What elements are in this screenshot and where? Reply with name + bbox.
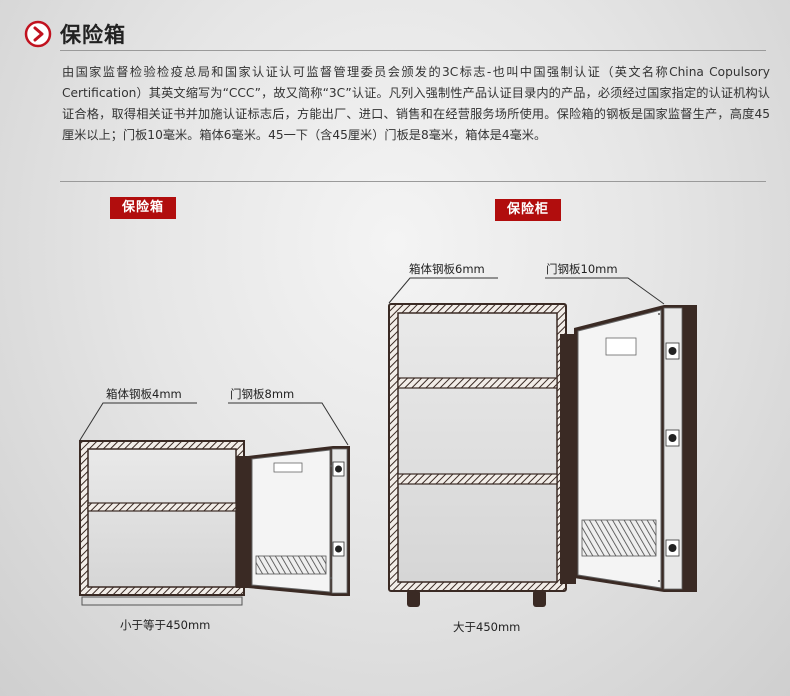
small-body-label: 箱体钢板4mm [106,387,182,401]
large-size-label: 大于450mm [453,620,520,634]
small-safe: 箱体钢板4mm 门钢板8mm 小于等于450mm [79,387,350,632]
large-safe-hinge [560,334,576,584]
intro-paragraph: 由国家监督检验检疫总局和国家认证认可监督管理委员会颁发的3C标志-也叫中国强制认… [62,65,770,142]
small-safe-door-window [273,462,303,473]
small-safe-bolt-bottom [332,541,345,557]
large-safe-vent [581,519,657,557]
large-safe-foot-right [533,590,546,607]
page-title: 保险箱 [60,23,126,47]
large-safe-bolt-middle [665,429,680,447]
small-door-label: 门钢板8mm [230,387,294,401]
section-header: 保险箱 [24,18,126,50]
small-safe-vent [255,555,327,575]
large-door-leader [545,277,665,305]
small-safe-door-edge [331,448,348,594]
large-safe-door-edge [663,307,683,590]
chevron-right-circle-icon [24,20,52,48]
large-safe-door-window [605,337,637,356]
small-safe-shelf [87,502,237,512]
large-safe-bolt-bottom [665,539,680,557]
small-safe-screw [330,577,332,579]
small-safe-base [81,596,243,606]
large-safe-door-panel [577,309,662,589]
small-door-leader [228,402,349,446]
large-safe-bolt-top [665,342,680,360]
small-safe-badge: 保险箱 [110,197,177,219]
large-door-label: 门钢板10mm [546,262,618,276]
large-safe: 箱体钢板6mm 门钢板10mm 大于450m [388,262,697,634]
small-size-label: 小于等于450mm [120,618,210,632]
large-safe-interior [397,312,558,583]
large-safe-screw [658,580,660,582]
small-safe-bolt-top [332,461,345,477]
large-safe-shelf-top [397,377,558,389]
small-safe-interior [87,448,237,588]
large-safe-foot-left [407,590,420,607]
large-safe-shelf-bottom [397,473,558,485]
large-safe-screw [658,313,660,315]
large-body-leader [388,277,498,304]
large-body-label: 箱体钢板6mm [409,262,485,276]
divider-bottom [60,181,766,182]
small-safe-screw [330,465,332,467]
divider-top [60,50,766,51]
small-safe-hinge [236,456,249,588]
large-safe-badge: 保险柜 [495,199,562,221]
small-body-leader [79,402,197,441]
